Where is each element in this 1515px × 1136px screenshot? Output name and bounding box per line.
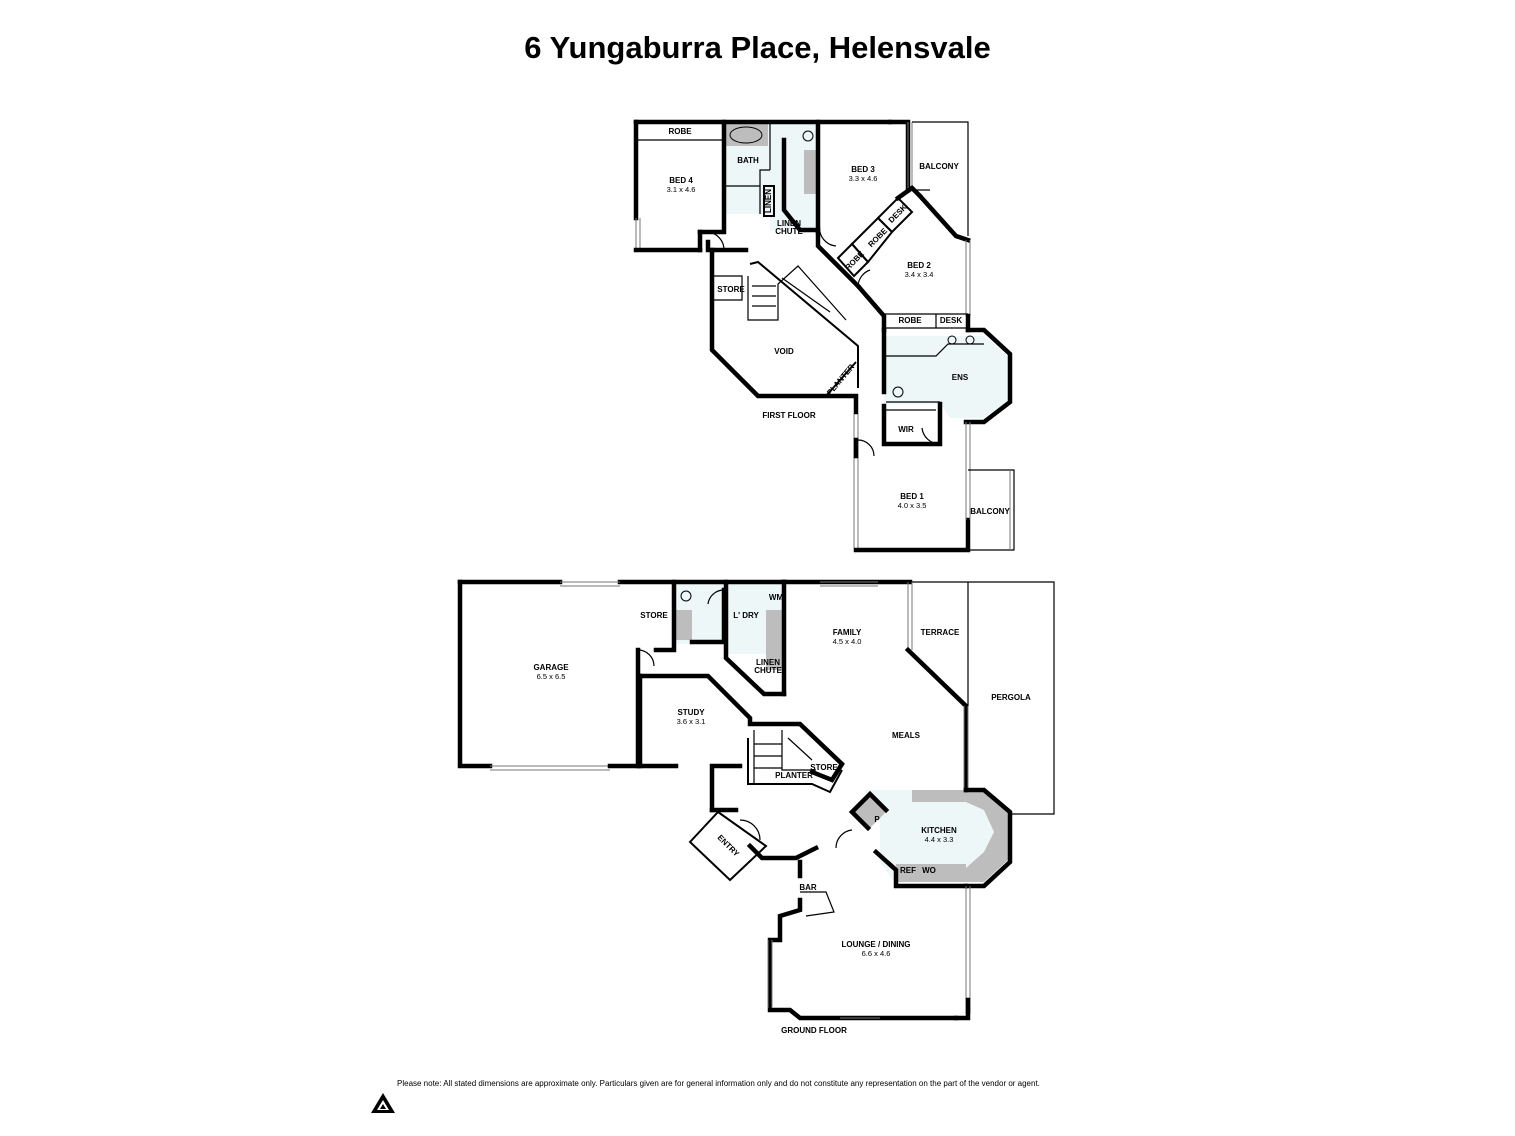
family-dims: 4.5 x 4.0 [833, 637, 862, 646]
bed3-name: BED 3 [851, 165, 875, 174]
robe-a-label: ROBE [866, 226, 889, 249]
lounge-dims: 6.6 x 4.6 [862, 949, 891, 958]
chute-label: CHUTE [775, 227, 803, 236]
wo-label: WO [922, 866, 936, 875]
bed1-dims: 4.0 x 3.5 [898, 501, 927, 510]
linen-label: LINEN [764, 189, 773, 213]
balcony-bed1-label: BALCONY [970, 507, 1010, 516]
bath-label: BATH [737, 156, 759, 165]
ref-label: REF [900, 866, 916, 875]
kitchen-name: KITCHEN [921, 826, 957, 835]
robe-ens-label: ROBE [898, 316, 922, 325]
bar-label: BAR [799, 883, 817, 892]
ens-label: ENS [952, 373, 969, 382]
laundry-label: L' DRY [733, 611, 759, 620]
pergola-label: PERGOLA [991, 693, 1031, 702]
wir-label: WIR [898, 425, 914, 434]
balcony-top-label: BALCONY [919, 162, 959, 171]
study-dims: 3.6 x 3.1 [677, 717, 706, 726]
terrace-label: TERRACE [921, 628, 960, 637]
bed3-dims: 3.3 x 4.6 [849, 174, 878, 183]
first-floor-plan [633, 119, 1015, 553]
linen-ground-label: LINEN [756, 658, 780, 667]
kitchen-dims: 4.4 x 3.3 [925, 835, 954, 844]
planter-first-label: PLANTER [825, 362, 856, 397]
bed2-dims: 3.4 x 3.4 [905, 270, 934, 279]
robe-b-label: ROBE [843, 249, 866, 272]
company-logo-icon [371, 1093, 395, 1113]
store-first-label: STORE [717, 285, 745, 294]
study-name: STUDY [677, 708, 705, 717]
planter-ground-label: PLANTER [775, 771, 813, 780]
entry-label: ENTRY [716, 833, 742, 859]
robe-bed4-label: ROBE [668, 127, 692, 136]
store-ground-label: STORE [640, 611, 668, 620]
page-title: 6 Yungaburra Place, Helensvale [524, 30, 991, 65]
family-name: FAMILY [833, 628, 862, 637]
store-stair-label: STORE [810, 763, 838, 772]
first-floor-label: FIRST FLOOR [762, 411, 816, 420]
garage-dims: 6.5 x 6.5 [537, 672, 566, 681]
bed2-name: BED 2 [907, 261, 931, 270]
lounge-name: LOUNGE / DINING [842, 940, 911, 949]
meals-label: MEALS [892, 731, 921, 740]
desk-ens-label: DESK [940, 316, 962, 325]
ground-floor-label: GROUND FLOOR [781, 1026, 847, 1035]
bed1-name: BED 1 [900, 492, 924, 501]
linen-chute-label: LINEN [777, 219, 801, 228]
pantry-label: P [874, 815, 880, 824]
bed4-name: BED 4 [669, 176, 693, 185]
wm-label: WM [769, 593, 784, 602]
disclaimer: Please note: All stated dimensions are a… [397, 1079, 1040, 1088]
ground-floor-plan [457, 579, 1055, 1021]
garage-name: GARAGE [533, 663, 569, 672]
chute-ground-label: CHUTE [754, 666, 782, 675]
bed4-dims: 3.1 x 4.6 [667, 185, 696, 194]
void-label: VOID [774, 347, 794, 356]
